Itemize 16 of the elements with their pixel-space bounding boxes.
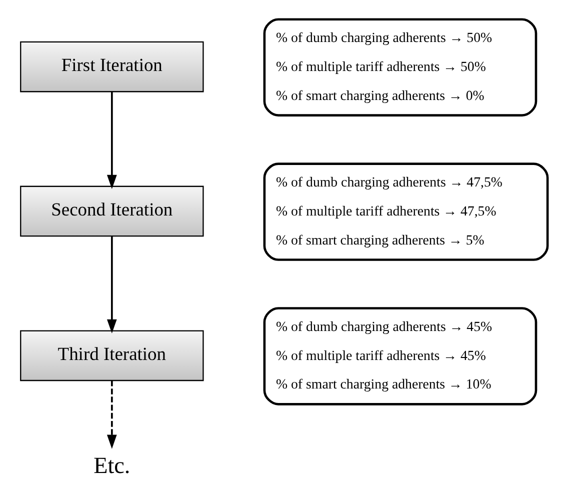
node-label: % of multiple tariff adherents → 47,5% — [276, 203, 496, 218]
node-box: Second Iteration — [20, 186, 204, 237]
node-label: % of smart charging adherents → 0% — [276, 88, 484, 103]
node-label: % of dumb charging adherents → 47,5% — [276, 174, 502, 190]
node-box: Third Iteration — [20, 330, 204, 382]
node-label: % of dumb charging adherents → 50% — [276, 30, 492, 46]
node-label: % of dumb charging adherents → 45% — [276, 318, 492, 334]
node-label: % of multiple tariff adherents → 45% — [276, 348, 486, 363]
node-text: Etc. — [93, 452, 130, 478]
arrow — [106, 92, 116, 189]
node-label: % of multiple tariff adherents → 50% — [276, 58, 486, 74]
arrow — [106, 236, 116, 334]
arrow — [106, 380, 116, 449]
node-label: % of smart charging adherents → 5% — [276, 232, 484, 248]
node-label: % of smart charging adherents → 10% — [276, 376, 491, 392]
node-box: First Iteration — [20, 41, 204, 92]
